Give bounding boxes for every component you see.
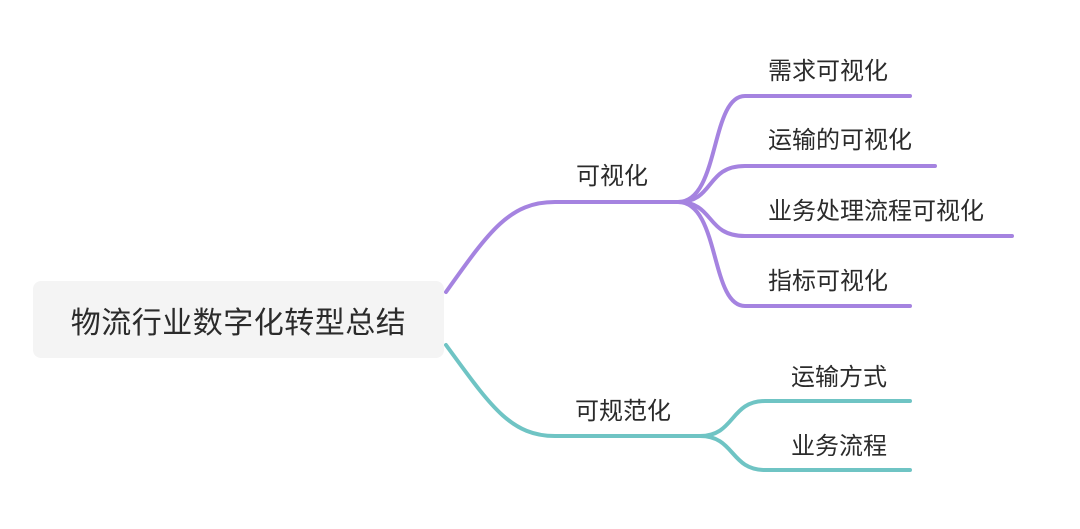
connector-to-business-process bbox=[698, 434, 912, 472]
leaf-node-transport-mode[interactable]: 运输方式 bbox=[791, 362, 887, 392]
connector-root-to-standardization bbox=[444, 343, 702, 438]
leaf-node-process-visualization[interactable]: 业务处理流程可视化 bbox=[768, 196, 984, 226]
leaf-node-indicator-visualization[interactable]: 指标可视化 bbox=[768, 266, 888, 296]
root-node[interactable]: 物流行业数字化转型总结 bbox=[33, 281, 444, 358]
leaf-node-label: 业务流程 bbox=[791, 432, 887, 460]
leaf-node-label: 需求可视化 bbox=[768, 57, 888, 85]
branch-node-standardization[interactable]: 可规范化 bbox=[575, 396, 671, 426]
branch-node-visualization[interactable]: 可视化 bbox=[576, 161, 648, 191]
leaf-node-label: 业务处理流程可视化 bbox=[768, 197, 984, 225]
connector-to-demand-visualization bbox=[676, 94, 912, 204]
leaf-node-label: 运输的可视化 bbox=[768, 126, 912, 154]
connector-to-transport-mode bbox=[698, 399, 912, 438]
connector-to-indicator-visualization bbox=[676, 200, 912, 308]
leaf-node-label: 指标可视化 bbox=[768, 267, 888, 295]
leaf-node-transport-visualization[interactable]: 运输的可视化 bbox=[768, 125, 912, 155]
branch-node-label: 可规范化 bbox=[575, 397, 671, 425]
root-node-label: 物流行业数字化转型总结 bbox=[70, 305, 407, 341]
leaf-node-business-process[interactable]: 业务流程 bbox=[791, 431, 887, 461]
connector-root-to-visualization bbox=[444, 200, 680, 294]
branch-node-label: 可视化 bbox=[576, 162, 648, 190]
leaf-node-demand-visualization[interactable]: 需求可视化 bbox=[768, 56, 888, 86]
connector-to-transport-visualization bbox=[676, 164, 937, 204]
leaf-node-label: 运输方式 bbox=[791, 363, 887, 391]
